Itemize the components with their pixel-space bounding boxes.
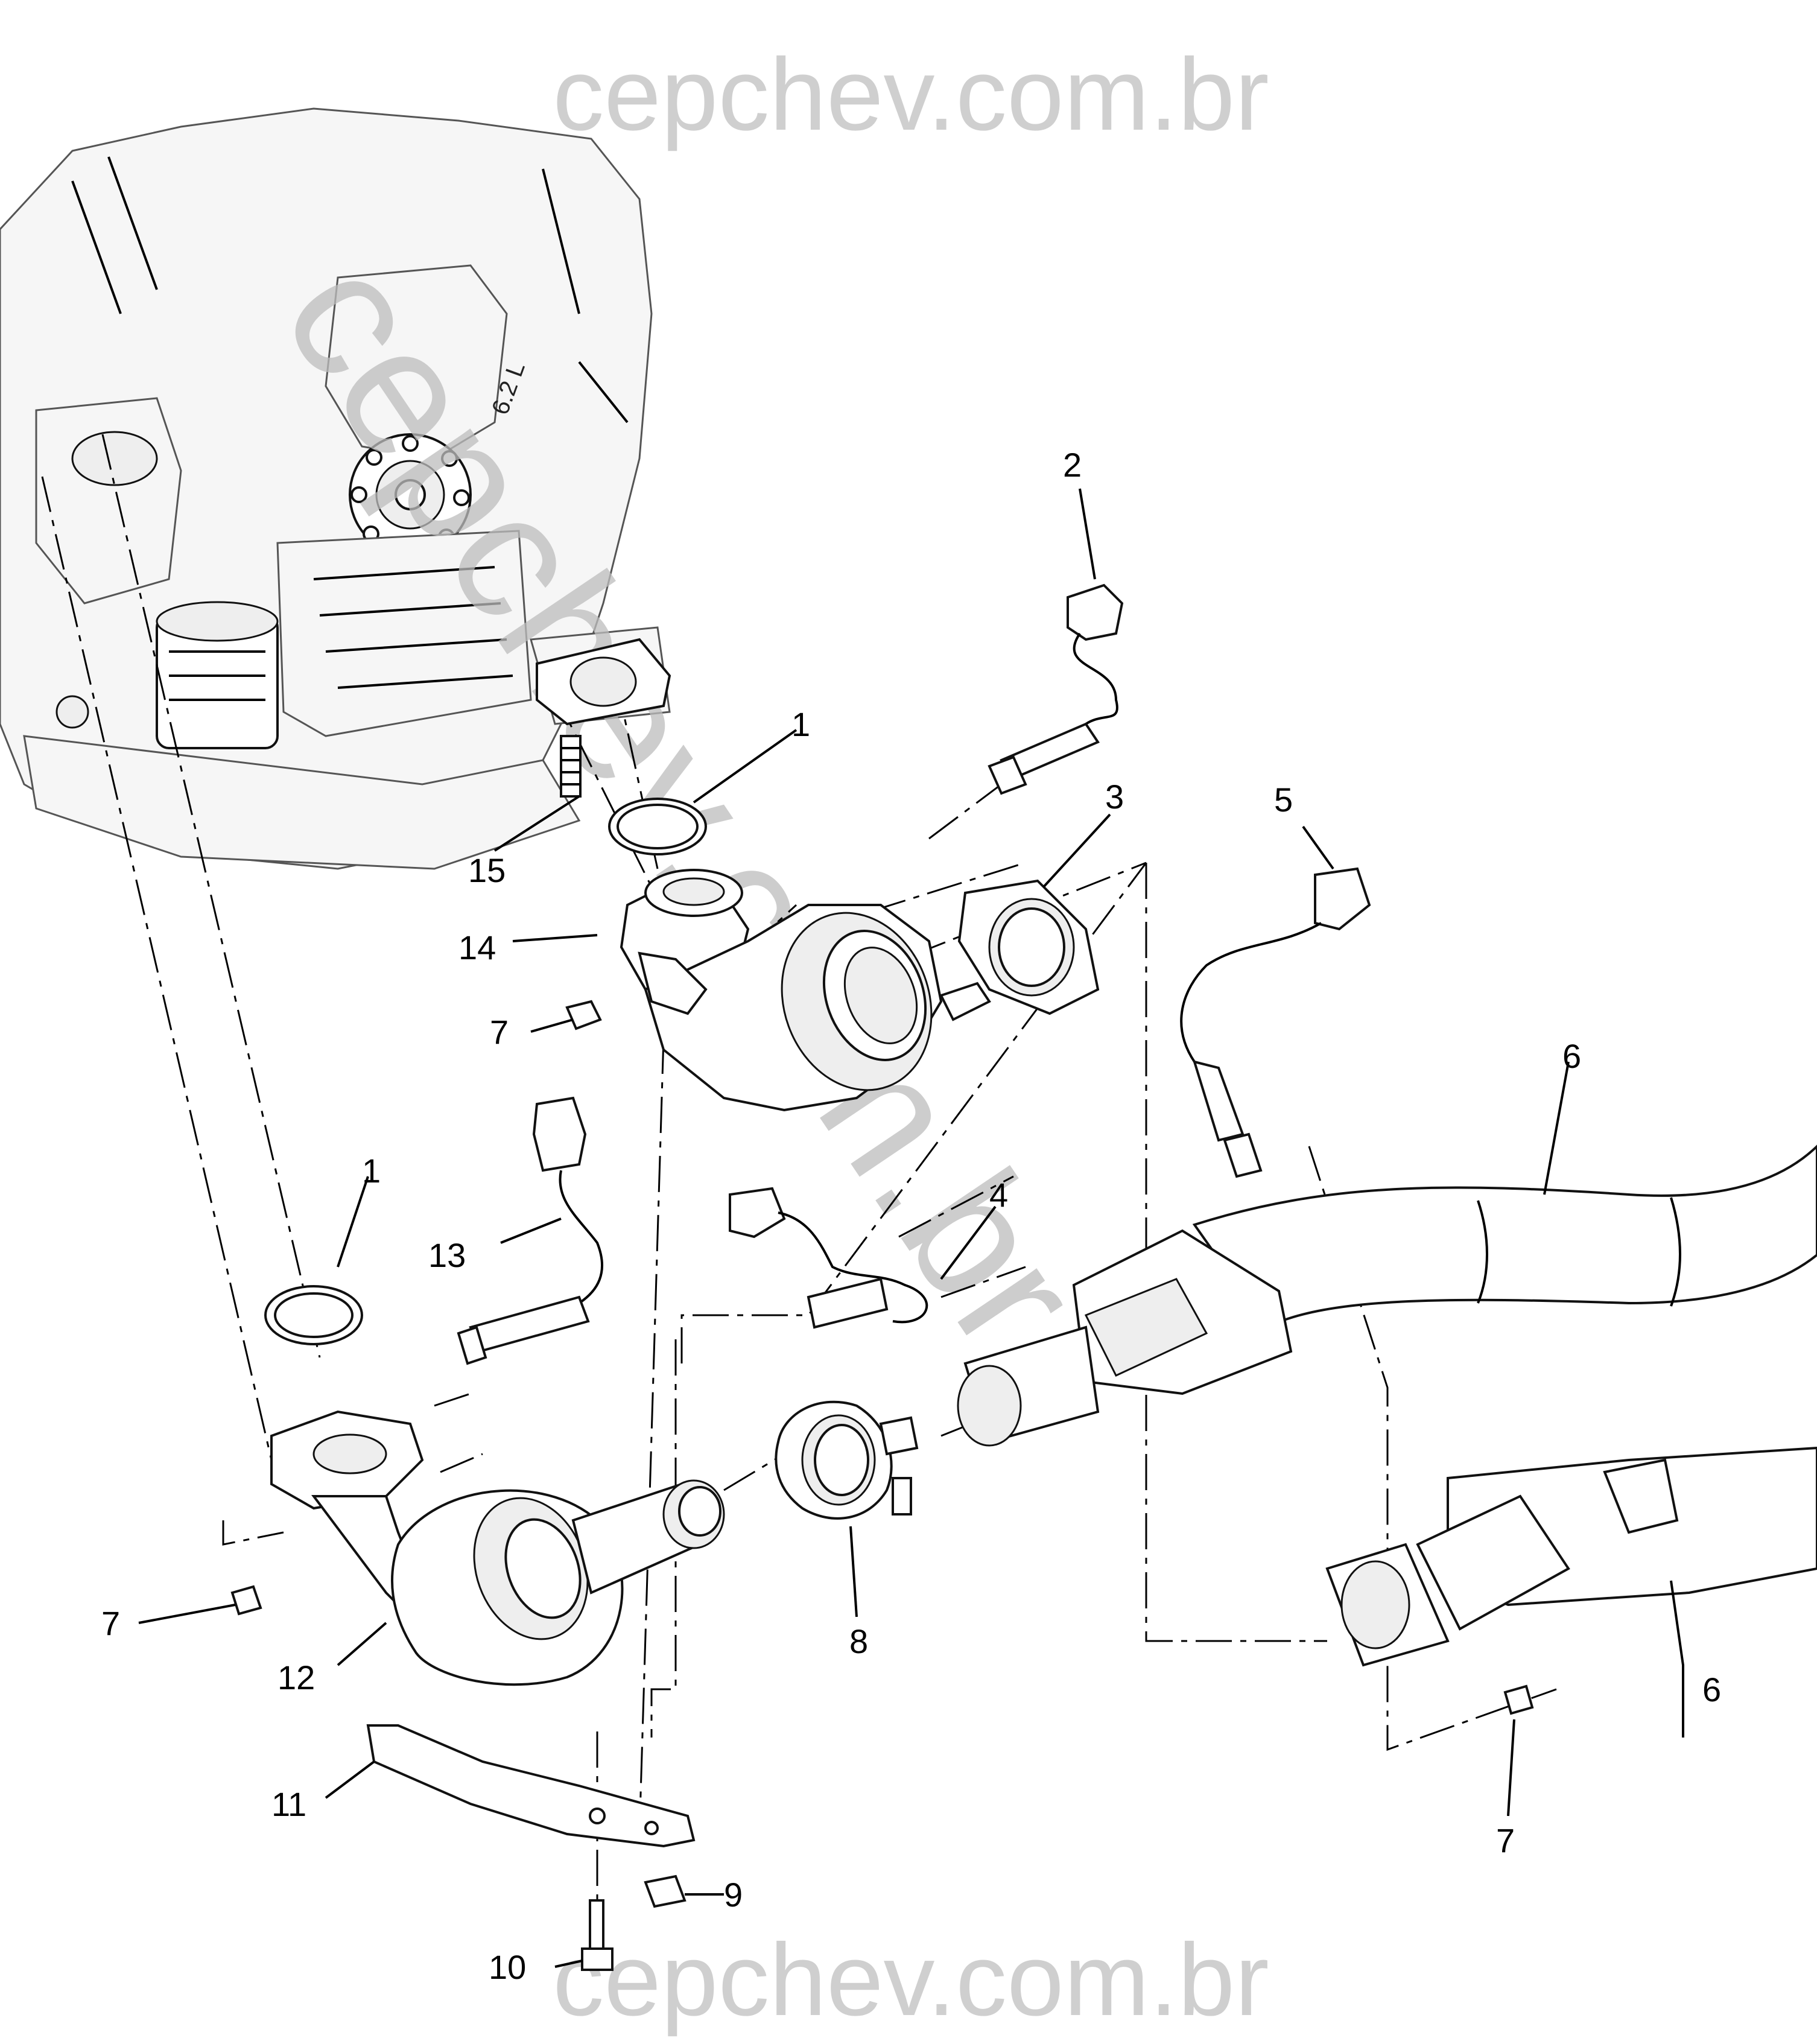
stud-15 bbox=[560, 735, 582, 798]
nut-7-right bbox=[1503, 1684, 1534, 1715]
nut-9 bbox=[644, 1874, 687, 1908]
callout-6-upper: 6 bbox=[1562, 1037, 1581, 1075]
callout-7-right: 7 bbox=[1496, 1821, 1515, 1859]
oxygen-sensor-5 bbox=[1180, 867, 1371, 1178]
callout-7-left: 7 bbox=[101, 1604, 120, 1642]
bolt-10 bbox=[581, 1899, 614, 1971]
flange-gasket-3 bbox=[957, 879, 1100, 1015]
exhaust-manifold-gasket bbox=[536, 638, 671, 726]
y-pipe-assembly bbox=[957, 1144, 1817, 1667]
callout-11: 11 bbox=[271, 1785, 306, 1823]
oxygen-sensor-4 bbox=[729, 1187, 928, 1329]
callout-14: 14 bbox=[458, 928, 496, 966]
callout-1-lower: 1 bbox=[362, 1152, 381, 1190]
callout-8: 8 bbox=[849, 1622, 868, 1660]
exhaust-clamp bbox=[775, 1400, 919, 1520]
callout-labels: 1 2 3 5 6 6 14 7 15 1 13 4 7 12 8 7 11 9… bbox=[101, 446, 1721, 1986]
nut-7-left bbox=[230, 1585, 262, 1616]
callout-7-upper: 7 bbox=[490, 1013, 509, 1051]
bracket bbox=[366, 1724, 696, 1848]
callout-10: 10 bbox=[489, 1948, 526, 1986]
watermark-bottom: cepchev.com.br bbox=[553, 1923, 1269, 2037]
callout-1-upper: 1 bbox=[791, 705, 810, 743]
callout-9: 9 bbox=[724, 1876, 743, 1914]
oxygen-sensor-2 bbox=[988, 583, 1124, 795]
right-catalytic-converter bbox=[620, 869, 991, 1112]
gasket-upper bbox=[608, 798, 707, 855]
oxygen-sensor-13 bbox=[457, 1096, 603, 1365]
callout-2: 2 bbox=[1063, 446, 1082, 484]
callout-6-lower: 6 bbox=[1702, 1671, 1721, 1709]
engine-block: 6.2 L bbox=[0, 107, 671, 870]
callout-4: 4 bbox=[989, 1176, 1008, 1214]
callout-15: 15 bbox=[468, 851, 506, 889]
callout-13: 13 bbox=[428, 1236, 466, 1274]
watermark-top: cepchev.com.br bbox=[553, 37, 1269, 152]
gasket-lower bbox=[264, 1285, 363, 1345]
nut-7-upper bbox=[565, 1000, 602, 1030]
callout-5: 5 bbox=[1274, 781, 1293, 819]
left-catalytic-converter bbox=[270, 1410, 725, 1686]
leader-lines bbox=[138, 488, 1684, 1968]
callout-12: 12 bbox=[277, 1658, 315, 1696]
callout-3: 3 bbox=[1105, 778, 1124, 816]
